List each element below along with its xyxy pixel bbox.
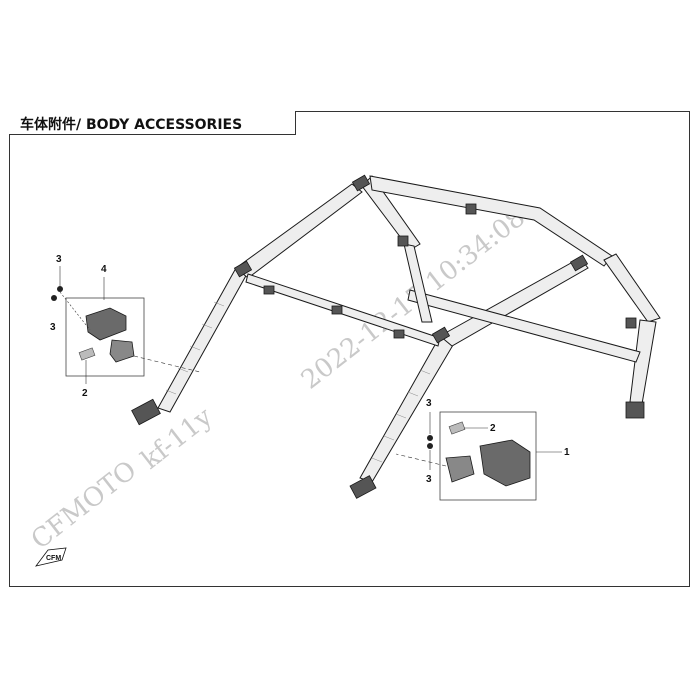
clamp-9 bbox=[397, 235, 409, 247]
callout-left-3-top: 3 bbox=[56, 254, 62, 265]
watermark-brand: CFMOTO bbox=[26, 455, 143, 555]
clamp-2 bbox=[351, 174, 371, 192]
left-trim-strip bbox=[78, 347, 96, 361]
left-nut-top bbox=[57, 286, 63, 292]
page-title: 车体附件/ BODY ACCESSORIES bbox=[20, 117, 243, 133]
right-assembly-box bbox=[439, 411, 537, 501]
right-mirror-mount bbox=[445, 455, 475, 483]
callout-left-3-bottom: 3 bbox=[50, 322, 56, 333]
right-mirror bbox=[445, 439, 531, 487]
clamp-3 bbox=[569, 254, 589, 272]
foot-rear-right bbox=[625, 401, 645, 419]
clamp-7 bbox=[393, 329, 405, 339]
left-nut-bottom bbox=[51, 295, 57, 301]
left-upper-rail bbox=[235, 183, 363, 279]
right-trim-strip bbox=[448, 421, 466, 435]
foot-left bbox=[131, 398, 161, 426]
front-left-post bbox=[157, 267, 249, 413]
clamp-8 bbox=[465, 203, 477, 215]
right-nut-bottom bbox=[427, 443, 433, 449]
left-mirror-housing bbox=[85, 307, 127, 341]
right-upper-rail bbox=[439, 257, 589, 347]
lower-rear-bar bbox=[407, 289, 641, 363]
callout-right-3-bottom: 3 bbox=[426, 474, 432, 485]
left-leader-nut bbox=[59, 291, 91, 331]
callout-left-2: 2 bbox=[82, 388, 88, 399]
clamp-1 bbox=[233, 260, 253, 278]
right-dash-to-frame bbox=[395, 453, 447, 467]
front-cross-bar bbox=[245, 273, 441, 347]
frame-clamps bbox=[131, 174, 645, 499]
right-rear-vertical bbox=[629, 319, 657, 405]
right-rear-post bbox=[603, 253, 661, 323]
left-mirror bbox=[85, 307, 135, 363]
clamp-5 bbox=[263, 285, 275, 295]
clamp-10 bbox=[625, 317, 637, 329]
rear-left-post bbox=[361, 175, 421, 251]
rear-cross-tube bbox=[369, 175, 613, 267]
clamp-4 bbox=[431, 326, 451, 344]
cfm-logo: CFM bbox=[35, 547, 67, 567]
clamp-6 bbox=[331, 305, 343, 315]
left-mirror-mount bbox=[109, 339, 135, 363]
tube-ribs bbox=[165, 301, 431, 463]
foot-right bbox=[349, 475, 377, 499]
right-mirror-housing bbox=[479, 439, 531, 487]
callout-right-1: 1 bbox=[564, 447, 570, 458]
callout-left-4: 4 bbox=[101, 264, 107, 275]
front-right-post bbox=[359, 335, 457, 483]
callout-right-2: 2 bbox=[490, 423, 496, 434]
right-nut-top bbox=[427, 435, 433, 441]
title-box bbox=[9, 111, 296, 135]
logo-arrow-icon bbox=[35, 547, 67, 567]
left-assembly-box bbox=[65, 297, 145, 377]
logo-text: CFM bbox=[46, 555, 61, 562]
center-strut bbox=[403, 243, 433, 323]
diagram-frame bbox=[9, 111, 690, 587]
roll-cage bbox=[157, 175, 661, 483]
callout-right-3-top: 3 bbox=[426, 398, 432, 409]
left-dash-to-frame bbox=[133, 355, 201, 373]
